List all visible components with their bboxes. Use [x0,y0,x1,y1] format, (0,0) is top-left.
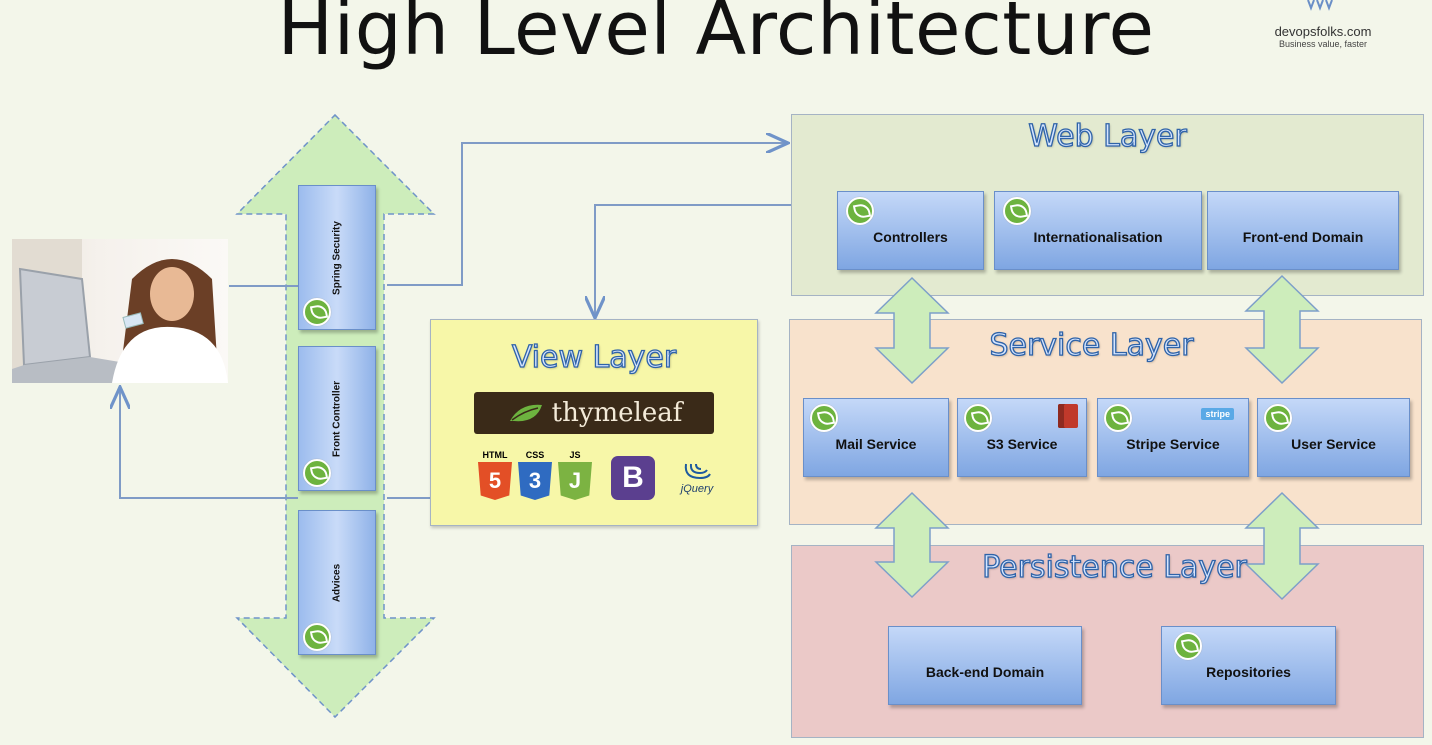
backend-domain-box: Back-end Domain [888,626,1082,705]
mail-service-label: Mail Service [835,435,917,452]
spring-leaf-icon [1003,197,1031,225]
view-layer-title: View Layer [511,339,677,375]
spring-leaf-icon [303,459,331,487]
js-icon: JS J [557,450,593,500]
stripe-service-box: stripe Stripe Service [1097,398,1249,477]
advices-box: Advices [298,510,376,655]
mail-service-box: Mail Service [803,398,949,477]
spring-leaf-icon [964,404,992,432]
spring-leaf-icon [1264,404,1292,432]
stripe-service-label: Stripe Service [1126,435,1220,452]
spring-leaf-icon [1174,632,1202,660]
service-layer-title: Service Layer [989,327,1194,363]
spring-leaf-icon [303,623,331,651]
aws-s3-icon [1058,404,1078,428]
thymeleaf-logo: thymeleaf [474,392,714,434]
web-layer-title: Web Layer [1028,118,1188,154]
frontend-domain-box: Front-end Domain [1207,191,1399,270]
backend-domain-label: Back-end Domain [925,663,1045,680]
thymeleaf-leaf-icon [509,404,542,422]
persistence-layer-title: Persistence Layer [981,549,1247,585]
s3-service-label: S3 Service [986,435,1058,452]
arrow-to-view [595,204,791,316]
advices-label: Advices [331,563,343,602]
bootstrap-icon: B [611,456,655,500]
jquery-icon: jQuery [675,460,719,495]
spring-leaf-icon [810,404,838,432]
internationalisation-box: Internationalisation [994,191,1202,270]
logo-tagline: Business value, faster [1278,39,1368,49]
s3-service-box: S3 Service [957,398,1087,477]
stripe-badge: stripe [1201,408,1234,420]
internationalisation-label: Internationalisation [1033,228,1163,245]
brand-logo: devopsfolks.com Business value, faster [1258,0,1388,49]
arrow-to-user [120,389,298,499]
user-illustration [12,239,228,383]
spring-leaf-icon [1104,404,1132,432]
user-service-box: User Service [1257,398,1410,477]
logo-site: devopsfolks.com [1274,24,1372,39]
view-layer: View Layer thymeleaf HTML 5 CSS 3 JS J B… [430,319,758,526]
repositories-box: Repositories [1161,626,1336,705]
spring-leaf-icon [303,298,331,326]
spring-security-label: Spring Security [331,220,343,295]
page-title: High Level Architecture [277,0,1155,72]
arrow-to-web [387,143,786,286]
spring-security-box: Spring Security [298,185,376,330]
jquery-swirl-icon [684,463,711,480]
user-photo [12,239,228,383]
logo-icon [1307,0,1333,11]
front-controller-box: Front Controller [298,346,376,491]
html5-icon: HTML 5 [477,450,513,500]
user-service-label: User Service [1291,435,1376,452]
controllers-label: Controllers [873,228,948,245]
controllers-box: Controllers [837,191,984,270]
front-controller-label: Front Controller [331,380,343,457]
frontend-domain-label: Front-end Domain [1242,228,1364,245]
spring-leaf-icon [846,197,874,225]
css3-icon: CSS 3 [517,450,553,500]
thymeleaf-text: thymeleaf [551,398,683,428]
repositories-label: Repositories [1206,663,1291,680]
